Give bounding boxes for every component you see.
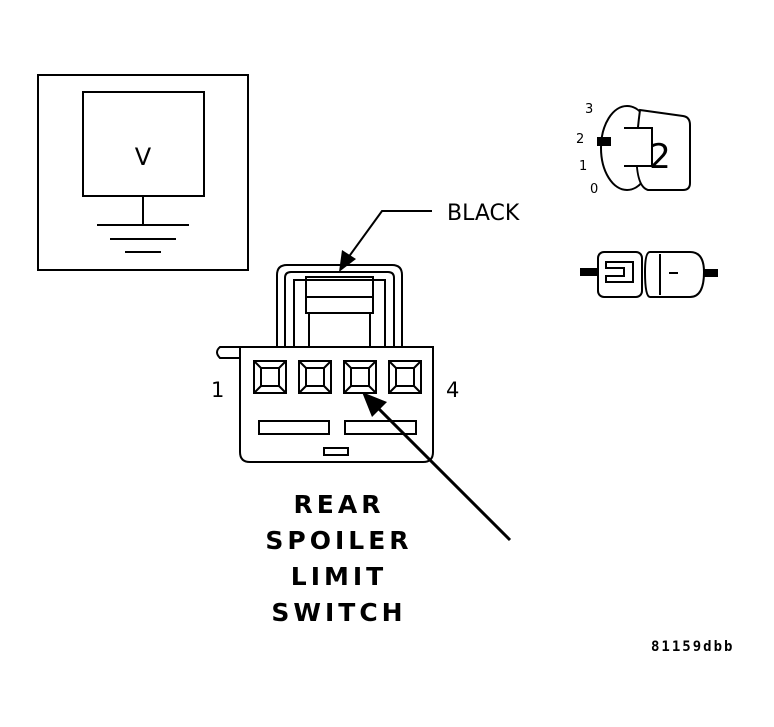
component-title: REAR SPOILER LIMIT SWITCH — [265, 490, 412, 627]
connector-latch-stem — [308, 312, 371, 348]
ignition-key-icon: 3 2 1 0 2 — [576, 102, 691, 197]
connector-drawing — [216, 264, 434, 463]
ignition-position-3: 3 — [585, 102, 593, 117]
ignition-position-1: 1 — [579, 159, 587, 174]
ignition-position-0: 0 — [590, 182, 598, 197]
connector-slot-right — [344, 420, 417, 435]
probe-line — [372, 402, 512, 542]
connector-housing — [216, 346, 434, 463]
title-line-3: LIMIT — [291, 562, 387, 591]
title-line-4: SWITCH — [271, 598, 406, 627]
ground-icon — [97, 196, 189, 253]
connector-half-male — [597, 251, 643, 298]
connector-cavity-3 — [343, 360, 377, 394]
connector-cavity-4 — [388, 360, 422, 394]
ignition-indicator — [597, 137, 611, 146]
connector-half-female — [643, 251, 706, 298]
meter-frame — [37, 74, 249, 271]
connector-key — [323, 447, 349, 456]
wire-color-label: BLACK — [447, 201, 520, 226]
meter-symbol-label: V — [135, 143, 152, 171]
arrow-icon — [362, 392, 387, 417]
ignition-position-2: 2 — [576, 132, 584, 147]
probe-arrow — [362, 392, 512, 542]
arrow-icon — [339, 250, 356, 272]
connector-cavity-1 — [253, 360, 287, 394]
callout-leader-line — [344, 210, 432, 263]
connector-lock-outer — [276, 264, 403, 347]
title-line-2: SPOILER — [265, 526, 412, 555]
voltmeter-symbol: V — [37, 74, 249, 271]
ignition-key-slot — [624, 127, 653, 167]
disconnected-connector-icon — [580, 251, 718, 298]
connector-lock-inner — [284, 271, 395, 347]
wire-color-callout: BLACK — [339, 201, 520, 272]
ignition-selected-position: 2 — [649, 137, 671, 177]
connector-latch — [305, 276, 374, 298]
connector-cavity-2 — [298, 360, 332, 394]
pin-label-last: 4 — [446, 378, 459, 402]
connector-latch-body — [305, 297, 374, 314]
title-line-1: REAR — [294, 490, 385, 519]
figure-code: 81159dbb — [651, 639, 734, 655]
connector-slot-left — [258, 420, 330, 435]
connector-lock-rail — [293, 279, 386, 347]
pin-label-first: 1 — [211, 378, 224, 402]
